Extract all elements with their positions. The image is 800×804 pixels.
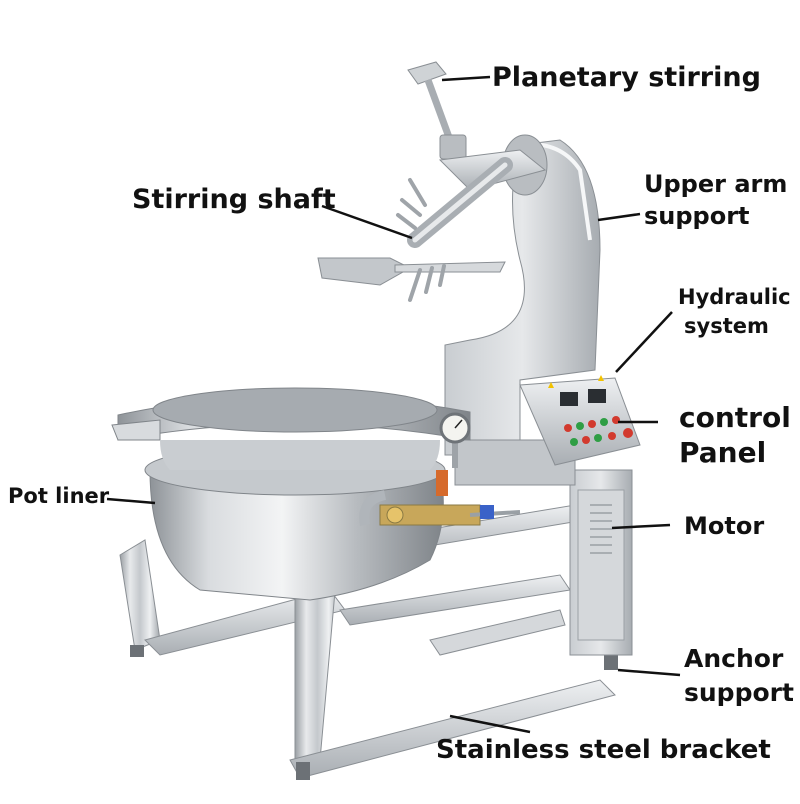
leader-planetary-stirring [441,75,491,82]
leader-lines [106,75,681,734]
label-anchor-support: Anchor support [684,642,794,710]
label-pot-liner: Pot liner [8,484,110,508]
label-upper-arm-support-line1: Upper arm [644,170,788,198]
leader-anchor-support [617,668,681,677]
leader-pot-liner [106,497,156,505]
label-planetary-stirring: Planetary stirring [492,62,761,93]
hydraulic-pipework [359,490,521,526]
control-panel [519,375,641,466]
label-hydraulic-system-line1: Hydraulic [678,285,791,309]
pot-liner [111,387,471,601]
label-upper-arm-support-line2: support [644,202,750,230]
label-upper-arm-support: Upper arm support [644,168,787,232]
label-control-panel-line1: control [679,401,791,434]
leader-upper-arm-support [597,212,641,222]
label-control-panel: control Panel [679,400,791,470]
label-stainless-steel-bracket: Stainless steel bracket [436,735,771,765]
motor-housing [569,469,633,656]
label-stirring-shaft: Stirring shaft [132,184,336,215]
planetary-stirring-assembly [407,61,547,248]
leader-stainless-steel-bracket [449,714,531,734]
label-anchor-support-line1: Anchor [684,644,784,673]
leader-stirring-shaft [321,204,413,240]
label-anchor-support-line2: support [684,678,794,707]
stirring-shaft [317,178,506,302]
label-hydraulic-system: Hydraulic system [678,283,791,341]
pressure-gauge [436,412,471,496]
label-control-panel-line2: Panel [679,436,767,469]
label-motor: Motor [684,512,765,540]
label-hydraulic-system-line2: system [684,314,769,338]
leader-motor [611,523,671,530]
leader-hydraulic-system [615,311,673,373]
